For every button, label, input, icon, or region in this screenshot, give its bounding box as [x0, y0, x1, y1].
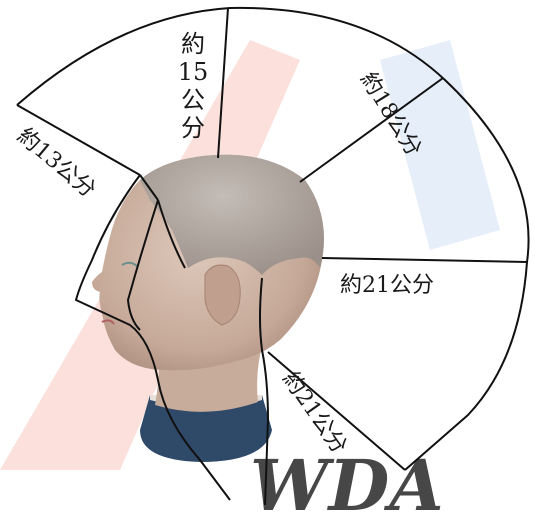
mannequin-lips: [101, 319, 115, 325]
back-neck-line: [259, 277, 269, 506]
middle-right-section-label: 約21公分: [340, 273, 434, 298]
watermark-text: WDA: [250, 444, 444, 520]
mannequin-scalp: [140, 154, 324, 275]
middle-right-divider: [321, 257, 528, 263]
upper-right-divider: [299, 77, 444, 183]
top-label-char-1: 約: [181, 30, 205, 58]
temple-line: [157, 199, 186, 269]
top-label-char-2: 15: [178, 58, 209, 86]
top-label-char-3: 公: [181, 86, 205, 114]
outer-arc: [16, 6, 530, 471]
hairline-corner: [139, 174, 159, 201]
mannequin-ear: [204, 264, 241, 326]
top-label-char-4: 分: [181, 114, 205, 142]
mannequin-eye: [121, 261, 138, 267]
watermark-blue-shape: [380, 40, 500, 250]
face-section-line: [75, 174, 231, 501]
mannequin-head: [92, 154, 324, 462]
mannequin-stand: [140, 395, 272, 462]
left-section-label: 約13公分: [12, 123, 100, 203]
lower-right-divider: [267, 351, 406, 471]
top-divider: [217, 7, 229, 159]
top-section-label: 約 15 公 分: [178, 30, 209, 142]
left-sector-edge: [16, 104, 141, 176]
inner-face-line: [127, 199, 159, 331]
section-lines: [16, 6, 530, 506]
